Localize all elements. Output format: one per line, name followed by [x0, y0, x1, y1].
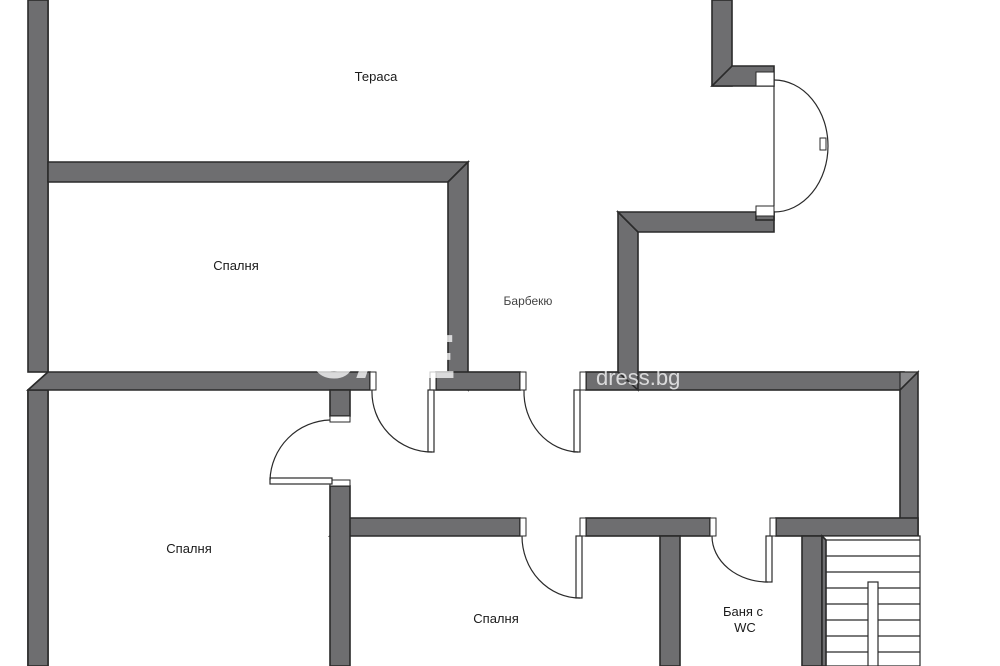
wall-bbq-horizontal — [616, 211, 775, 233]
label-bedroom-bottom: Спалня — [473, 611, 518, 626]
wall-corridor-bottom-right — [775, 517, 919, 537]
watermark-main: CA E — [310, 323, 456, 392]
wall-corridor-left-top — [329, 389, 351, 417]
label-bathroom-line1: Баня с — [723, 604, 764, 619]
wall-corridor-bottom-left — [327, 517, 521, 537]
stair-side-wall — [821, 534, 827, 666]
doors — [269, 71, 829, 599]
label-bedroom-top: Спалня — [213, 258, 258, 273]
door-terrace — [755, 71, 829, 217]
door-bedroom-left — [269, 415, 351, 487]
label-bathroom-line2: WC — [734, 620, 756, 635]
label-barbecue: Барбекю — [504, 294, 553, 308]
door-bedroom-bottom — [519, 517, 587, 599]
wall-bedroom-top — [47, 161, 470, 183]
staircase — [821, 534, 921, 666]
wall-bath-right — [801, 535, 823, 666]
wall-corridor-bottom-mid — [585, 517, 711, 537]
door-bathroom — [709, 517, 777, 583]
walls — [25, 0, 920, 666]
door-bedroom-top — [369, 371, 437, 453]
wall-corridor-right — [899, 370, 919, 536]
door-barbecue — [519, 371, 587, 453]
room-labels: Тераса Спалня Барбекю Спалня Спалня Баня… — [166, 69, 763, 635]
watermark-domain: dress.bg — [596, 365, 680, 390]
label-bedroom-left: Спалня — [166, 541, 211, 556]
wall-left-upper — [27, 0, 49, 373]
wall-bbq-vertical — [617, 210, 639, 392]
wall-bath-left — [659, 535, 681, 666]
wall-left-lower — [27, 389, 49, 666]
label-terrace: Тераса — [355, 69, 398, 84]
watermark: CA E dress.bg — [310, 323, 680, 392]
stair-center-post — [867, 581, 879, 666]
wall-corridor-left-bottom — [329, 485, 351, 666]
